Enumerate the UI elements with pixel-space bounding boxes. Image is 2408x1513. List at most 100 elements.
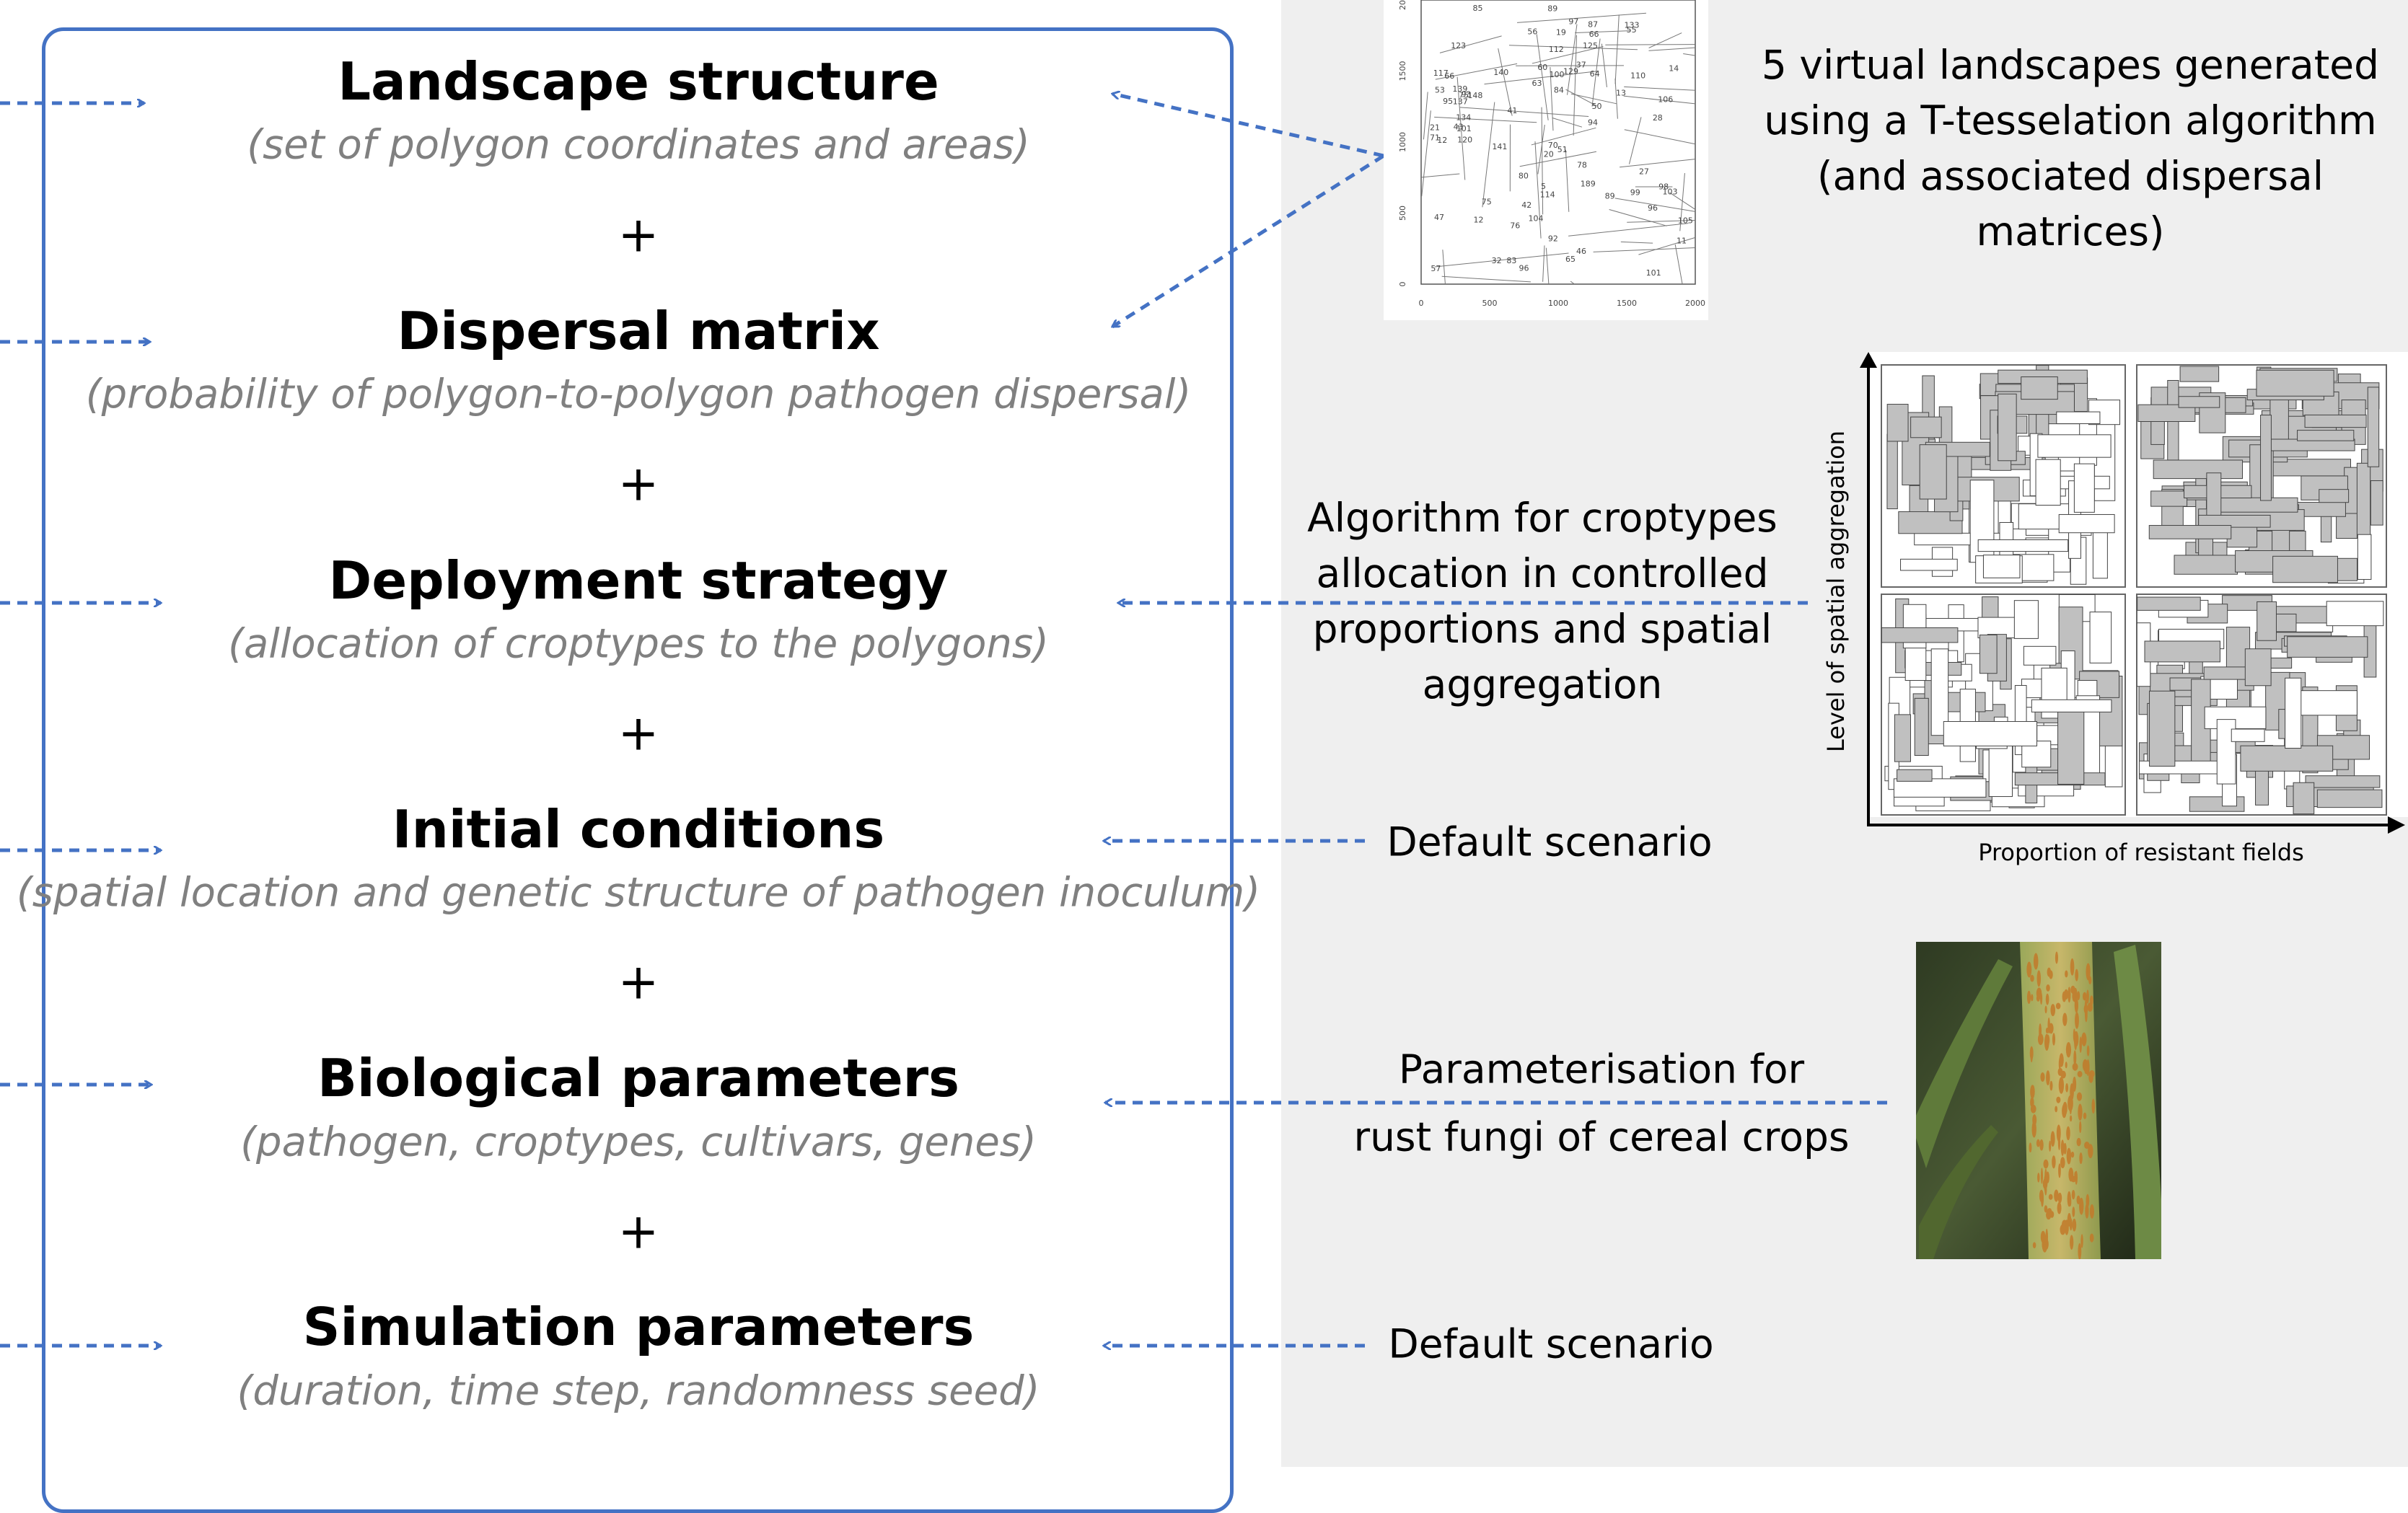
rust-pustule: [2055, 1106, 2057, 1112]
field-polygon: [1983, 555, 2019, 578]
rust-pustule: [2068, 1095, 2073, 1111]
landscape-to-structure-arrow: [1112, 94, 1384, 156]
rust-pustule: [2078, 1104, 2082, 1121]
field-polygon: [2023, 646, 2056, 665]
polygon-id-label: 19: [1556, 27, 1566, 37]
polygon-id-label: 95: [1443, 97, 1453, 106]
rust-pustule: [2046, 994, 2049, 1005]
rust-pustule: [2091, 1098, 2095, 1113]
polygon-id-label: 60: [1537, 63, 1547, 72]
polygon-id-label: 120: [1457, 136, 1472, 145]
rust-pustule: [2084, 1142, 2090, 1149]
x-axis-label: Proportion of resistant fields: [1978, 839, 2304, 866]
thumbnail-x-tick-label: 0: [1419, 299, 1424, 308]
rust-pustule: [2078, 1071, 2083, 1077]
polygon-id-label: 80: [1519, 171, 1529, 180]
polygon-id-label: 110: [1630, 71, 1645, 81]
polygon-id-label: 101: [1646, 268, 1661, 278]
rust-pustule: [2070, 1235, 2073, 1250]
rust-pustule: [2047, 1208, 2052, 1217]
field-polygon: [2014, 601, 2038, 639]
polygon-id-label: 106: [1658, 94, 1673, 104]
y-axis-label: Level of spatial aggregation: [1822, 431, 1850, 752]
polygon-id-label: 50: [1591, 102, 1601, 111]
field-polygon: [2288, 637, 2368, 658]
polygon-id-label: 43: [1454, 123, 1464, 132]
thumbnail-y-tick-label: 1500: [1398, 61, 1407, 81]
rust-pustule: [2088, 1072, 2093, 1083]
polygon-id-label: 14: [1669, 64, 1679, 74]
polygon-id-label: 75: [1482, 197, 1492, 206]
rust-pustule: [2037, 1173, 2040, 1183]
polygon-id-label: 75: [1459, 90, 1469, 100]
polygon-id-label: 85: [1473, 4, 1483, 13]
polygon-id-label: 42: [1521, 200, 1532, 210]
thumbnail-x-tick-label: 500: [1482, 299, 1498, 308]
field-polygon: [2038, 435, 2111, 457]
thumbnail-y-tick-label: 0: [1398, 282, 1407, 287]
thumbnail-x-tick-label: 2000: [1685, 299, 1705, 308]
rust-pustule: [2054, 1189, 2059, 1201]
field-polygon: [1894, 715, 1910, 762]
deployment-panel: [1881, 594, 2125, 815]
field-polygon: [2241, 746, 2333, 771]
landscape-to-dispersal-arrow: [1112, 156, 1384, 327]
rust-pustule: [2072, 1207, 2075, 1217]
rust-pustule: [2083, 1113, 2087, 1119]
field-polygon: [2319, 490, 2349, 503]
field-polygon: [2305, 415, 2366, 427]
rust-pustule: [2060, 1157, 2065, 1168]
polygon-id-label: 103: [1663, 188, 1678, 197]
rust-infected-leaf-photo: [1912, 942, 2164, 1260]
rust-pustule: [2070, 1115, 2072, 1121]
rust-pustule: [2073, 1077, 2076, 1092]
rust-pustule: [2088, 976, 2091, 984]
rust-pustule: [2056, 1003, 2061, 1010]
polygon-id-label: 57: [1431, 264, 1441, 273]
thumbnail-x-tick-label: 1000: [1548, 299, 1568, 308]
polygon-id-label: 96: [1648, 203, 1658, 213]
rust-pustule: [2062, 1013, 2067, 1025]
field-polygon: [2368, 387, 2378, 467]
rust-pustule: [2086, 1194, 2089, 1208]
polygon-id-label: 105: [1678, 216, 1693, 226]
field-polygon: [2370, 481, 2383, 526]
rust-pustule: [2077, 1138, 2081, 1147]
polygon-id-label: 64: [1590, 69, 1600, 79]
field-polygon: [2149, 526, 2231, 539]
field-polygon: [1943, 721, 2036, 746]
field-polygon: [2074, 464, 2094, 512]
polygon-id-label: 141: [1492, 142, 1507, 151]
rust-pustule: [2052, 1033, 2055, 1046]
rust-pustule: [2056, 1097, 2060, 1103]
rust-pustule: [2069, 1196, 2071, 1207]
polygon-id-label: 12: [1474, 216, 1484, 225]
field-polygon: [1978, 539, 2068, 551]
rust-pustule: [2037, 970, 2041, 987]
rust-pustule: [2046, 984, 2050, 992]
polygon-id-label: 189: [1581, 180, 1596, 189]
rust-pustule: [2062, 1102, 2067, 1116]
field-polygon: [2174, 555, 2237, 574]
rust-pustule: [2072, 1190, 2075, 1199]
polygon-id-label: 41: [1507, 106, 1517, 115]
polygon-id-label: 78: [1577, 160, 1587, 169]
rust-pustule: [2072, 1219, 2076, 1232]
polygon-id-label: 89: [1547, 4, 1557, 13]
polygon-id-label: 99: [1630, 188, 1640, 197]
rust-pustule: [2075, 969, 2078, 982]
rust-pustule: [2070, 986, 2075, 994]
field-polygon: [1887, 434, 1897, 508]
field-polygon: [1979, 635, 1997, 673]
rust-pustule: [2077, 1196, 2080, 1204]
rust-pustule: [2084, 1005, 2088, 1014]
field-polygon: [2257, 601, 2277, 640]
rust-pustule: [2049, 970, 2052, 979]
rust-pustule: [2079, 1121, 2081, 1133]
rust-pustule: [2045, 1239, 2049, 1250]
rust-pustule: [2073, 1028, 2075, 1041]
polygon-id-label: 12: [1437, 136, 1447, 145]
rust-pustule: [2032, 1114, 2036, 1126]
polygon-id-label: 123: [1451, 41, 1466, 50]
field-polygon: [1887, 405, 1908, 441]
